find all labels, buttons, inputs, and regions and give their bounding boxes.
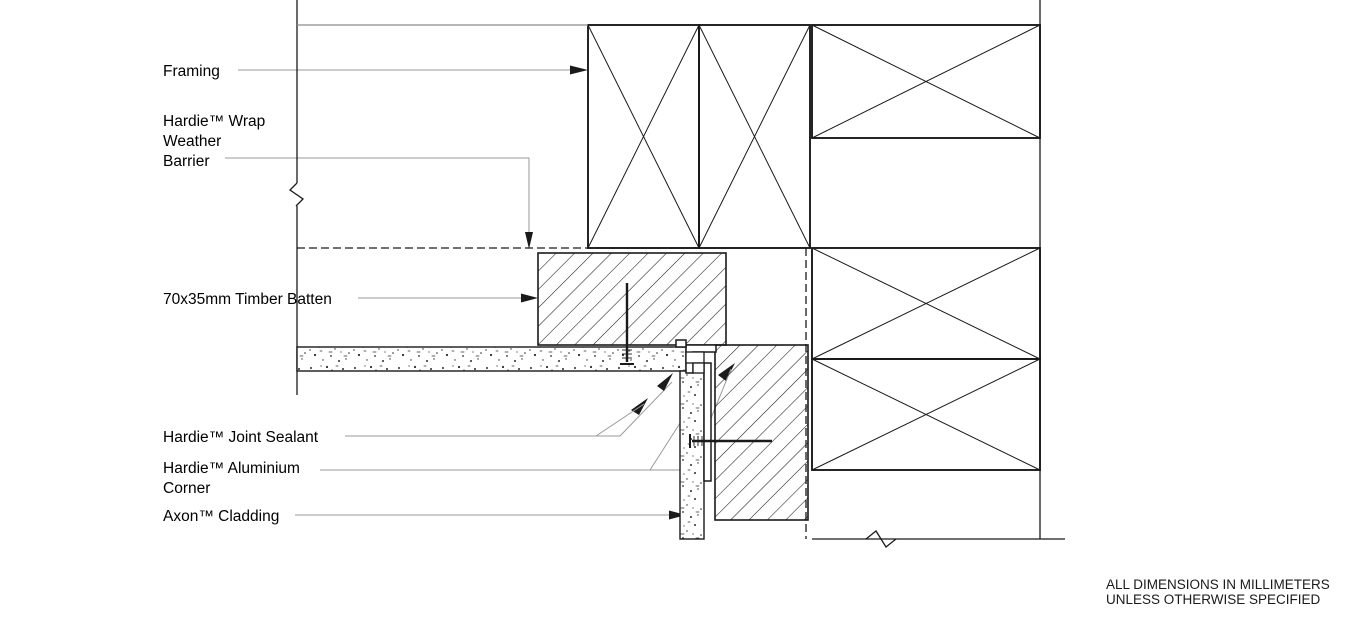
units-note-line-2: UNLESS OTHERWISE SPECIFIED bbox=[1106, 592, 1321, 607]
label-axon-cladding: Axon™ Cladding bbox=[163, 508, 279, 525]
arrowhead-axon-cladding bbox=[669, 510, 686, 520]
units-note: ALL DIMENSIONS IN MILLIMETERS UNLESS OTH… bbox=[1106, 577, 1330, 607]
annotation-labels: Framing Hardie™ Wrap Weather Barrier 70x… bbox=[163, 63, 332, 525]
joint-sealant-group bbox=[685, 351, 705, 374]
joint-sealant-bead-side bbox=[692, 362, 705, 374]
axon-cladding-horizontal bbox=[296, 346, 687, 372]
fixing-screw-horizontal bbox=[689, 434, 772, 448]
units-note-line-1: ALL DIMENSIONS IN MILLIMETERS bbox=[1106, 577, 1330, 592]
label-joint-sealant: Hardie™ Joint Sealant bbox=[163, 429, 319, 446]
label-aluminium-corner: Hardie™ Aluminium Corner bbox=[163, 460, 304, 497]
framing-stud-side-top bbox=[811, 24, 1041, 139]
arrowhead-timber-batten bbox=[521, 293, 538, 303]
break-line-left bbox=[288, 182, 305, 207]
leader-weather-barrier bbox=[225, 157, 530, 240]
aluminium-corner-return bbox=[675, 339, 687, 348]
leader-joint-sealant-branch bbox=[345, 403, 645, 437]
fixing-screw-vertical bbox=[620, 283, 634, 365]
leader-joint-sealant bbox=[345, 381, 673, 437]
framing-stud-upper-left bbox=[587, 24, 700, 249]
arrowhead-framing bbox=[570, 65, 588, 75]
aluminium-corner-side-leg bbox=[703, 362, 712, 482]
timber-batten-group bbox=[537, 252, 809, 521]
joint-sealant-bead-top bbox=[685, 351, 705, 364]
timber-batten-horizontal bbox=[537, 252, 727, 346]
framing-stud-side-mid bbox=[811, 247, 1041, 360]
framing-stud-side-low bbox=[811, 358, 1041, 471]
arrowhead-joint-sealant bbox=[657, 373, 673, 391]
axon-cladding-vertical bbox=[679, 370, 705, 540]
aluminium-corner-profile bbox=[675, 339, 717, 482]
axon-cladding-group bbox=[296, 346, 705, 540]
arrowhead-weather-barrier bbox=[525, 232, 533, 249]
break-line-bottom bbox=[865, 530, 897, 548]
timber-batten-vertical bbox=[714, 344, 809, 521]
fixings-group bbox=[620, 283, 772, 448]
framing-stud-upper-right bbox=[698, 24, 811, 249]
framing-group bbox=[587, 0, 1065, 540]
label-weather-barrier: Hardie™ Wrap Weather Barrier bbox=[163, 113, 270, 170]
label-framing: Framing bbox=[163, 63, 220, 80]
label-timber-batten: 70x35mm Timber Batten bbox=[163, 291, 332, 308]
